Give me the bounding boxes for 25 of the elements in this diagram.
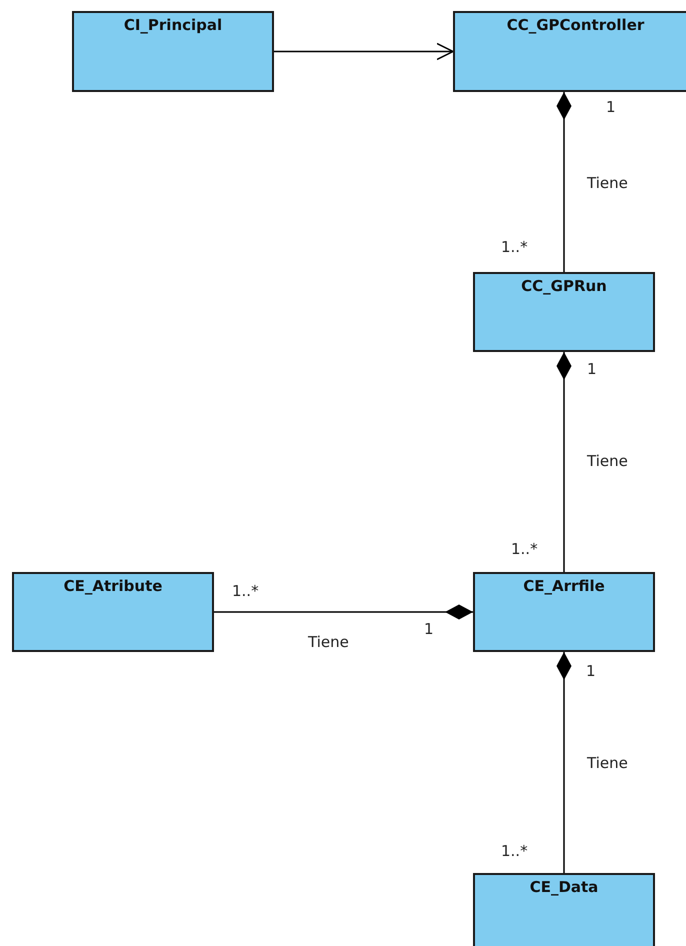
multiplicity-label: 1	[587, 360, 597, 378]
class-name: CC_GPController	[506, 15, 644, 35]
class-box	[473, 272, 655, 352]
composition-line	[556, 652, 572, 873]
multiplicity-label: 1	[586, 662, 596, 680]
arrow	[274, 42, 454, 60]
composition-line	[556, 92, 572, 272]
composition-line	[214, 604, 473, 620]
class-name: CE_Atribute	[64, 576, 162, 596]
multiplicity-label: 1..*	[232, 582, 259, 600]
multiplicity-label: 1..*	[511, 540, 538, 558]
class-box	[12, 572, 214, 652]
multiplicity-label: 1	[424, 620, 434, 638]
class-box	[453, 11, 686, 92]
class-box	[72, 11, 274, 92]
class-name: CE_Data	[530, 877, 598, 897]
multiplicity-label: 1	[606, 98, 616, 116]
class-name: CI_Principal	[124, 15, 222, 35]
class-box	[473, 873, 655, 946]
class-name: CE_Arrfile	[523, 576, 605, 596]
multiplicity-label: 1..*	[501, 238, 528, 256]
class-name: CC_GPRun	[521, 276, 607, 296]
multiplicity-label: 1..*	[501, 842, 528, 860]
class-box	[473, 572, 655, 652]
composition-line	[556, 352, 572, 572]
